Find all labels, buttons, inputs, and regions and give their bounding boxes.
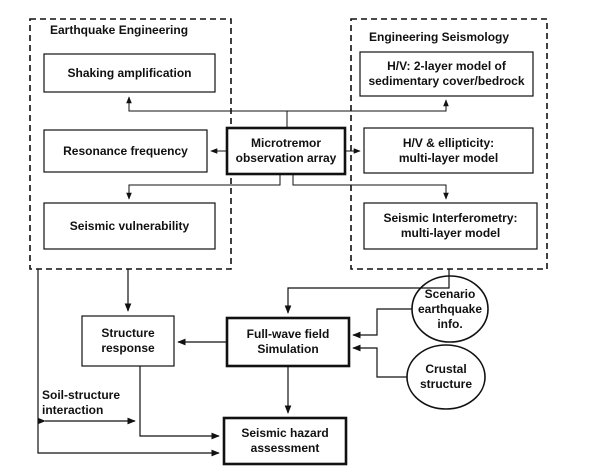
soil-structure-interaction-label: Soil-structure interaction xyxy=(42,388,121,417)
scenario-earthquake-ellipse xyxy=(411,275,489,343)
shaking-amplification-box xyxy=(43,53,216,93)
seismic-interferometry-box xyxy=(363,202,538,250)
connector-to-seismic-interferometry xyxy=(292,174,449,200)
connector-to-shaking-amplification xyxy=(126,96,288,128)
connector-structure-response-to-hazard xyxy=(139,366,220,440)
connector-to-seismic-vulnerability xyxy=(126,174,281,200)
resonance-frequency-box xyxy=(43,129,208,173)
connector-scenario-to-simulation xyxy=(352,308,412,339)
microtremor-array-box xyxy=(225,126,347,176)
seismic-vulnerability-box xyxy=(43,202,216,250)
crustal-structure-ellipse xyxy=(406,344,486,410)
engineering-seismology-title: Engineering Seismology xyxy=(369,30,510,44)
structure-response-box xyxy=(81,315,175,367)
connector-to-hv-two-layer xyxy=(287,99,449,112)
connector-engineering-left-to-hazard xyxy=(37,269,220,457)
connector-seismology-to-simulation xyxy=(284,269,450,314)
seismic-hazard-box xyxy=(222,416,348,466)
connector-crustal-to-simulation xyxy=(352,344,407,378)
full-wave-simulation-box xyxy=(225,316,351,368)
earthquake-engineering-title: Earthquake Engineering xyxy=(50,23,189,37)
hv-ellipticity-box xyxy=(363,127,534,174)
hv-two-layer-box xyxy=(359,51,534,97)
